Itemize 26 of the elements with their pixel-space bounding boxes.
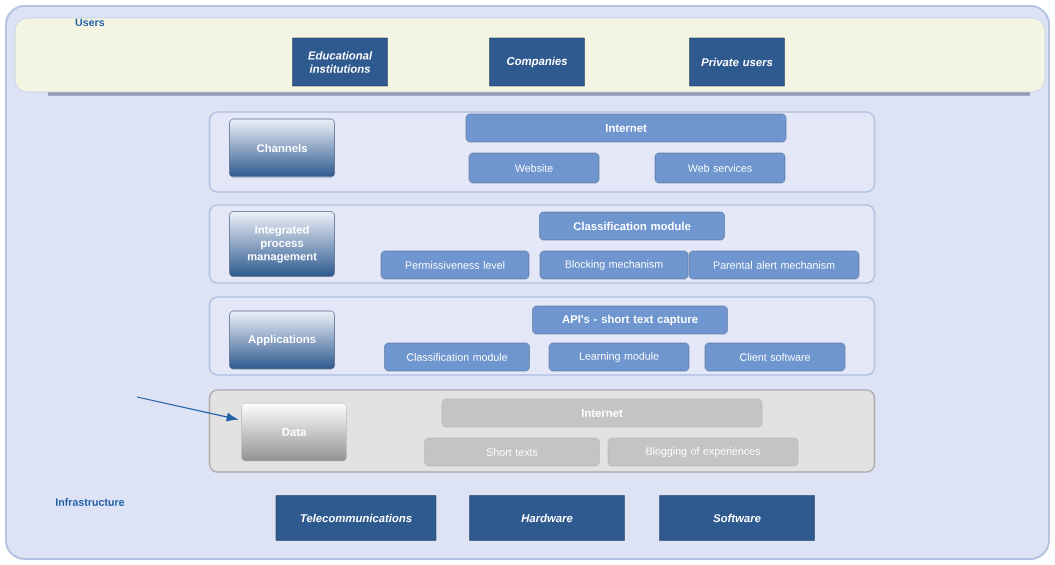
layer-title-box: Data	[241, 402, 347, 462]
component-box: Web services	[654, 152, 786, 184]
component-box: Client software	[704, 342, 846, 372]
component-box: Website	[468, 152, 600, 184]
category-box: Companies	[489, 37, 585, 87]
category-box: Educational institutions	[292, 37, 388, 87]
category-box: Private users	[689, 37, 785, 87]
layer-title-box: Channels	[229, 118, 335, 178]
component-box: Classification module	[539, 211, 725, 241]
component-box: API's - short text capture	[532, 305, 728, 335]
component-box: Blogging of experiences	[607, 437, 799, 467]
category-box: Hardware	[469, 495, 625, 541]
component-box: Short texts	[424, 437, 600, 467]
category-box: Software	[659, 495, 815, 541]
component-box: Learning module	[548, 342, 690, 372]
component-box: Permissiveness level	[380, 250, 530, 280]
component-box: Classification module	[384, 342, 530, 372]
arrow	[136, 396, 237, 422]
layer-label: Infrastructure	[56, 498, 125, 506]
component-box: Internet	[441, 398, 763, 428]
category-box: Telecommunications	[275, 495, 437, 541]
layer-title-box: Applications	[229, 310, 335, 370]
component-box: Internet	[465, 113, 787, 143]
component-box: Parental alert mechanism	[688, 250, 860, 280]
layer-title-box: Integrated process management	[229, 211, 335, 277]
component-box: Blocking mechanism	[539, 250, 689, 280]
